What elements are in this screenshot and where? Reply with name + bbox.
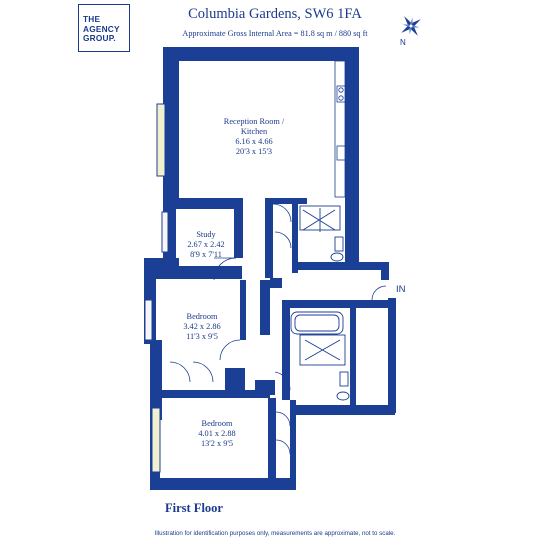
window xyxy=(161,211,169,253)
wall xyxy=(260,280,270,335)
wall xyxy=(255,380,275,395)
basin xyxy=(334,236,344,252)
bathtub xyxy=(290,311,344,335)
door-swing xyxy=(275,439,291,455)
toilet xyxy=(336,391,350,401)
room-label-bedroom-2: Bedroom 4.01 x 2.88 13'2 x 9'5 xyxy=(198,419,236,448)
window xyxy=(144,299,153,341)
window xyxy=(156,103,166,177)
wall xyxy=(240,280,246,340)
wall xyxy=(282,300,390,308)
wall xyxy=(381,262,389,280)
wall xyxy=(150,478,296,490)
agency-logo: THE AGENCY GROUP. xyxy=(78,4,130,52)
door-swing xyxy=(169,361,191,383)
wall xyxy=(163,47,359,61)
toilet xyxy=(330,252,344,262)
wall xyxy=(268,398,276,480)
compass-icon: N xyxy=(400,16,421,46)
wall xyxy=(298,262,388,270)
wall xyxy=(345,47,359,270)
wall xyxy=(282,300,290,400)
room-label-bedroom-1: Bedroom 3.42 x 2.86 11'3 x 9'5 xyxy=(183,312,221,341)
wall xyxy=(265,198,273,278)
kitchen-counter xyxy=(334,60,346,198)
door-swing xyxy=(192,361,214,383)
door-swing xyxy=(219,339,241,361)
wall xyxy=(388,298,396,413)
wall xyxy=(150,390,270,398)
disclaimer-text: Illustration for identification purposes… xyxy=(154,530,396,537)
area-subtitle: Approximate Gross Internal Area = 81.8 s… xyxy=(182,29,368,38)
page-title: Columbia Gardens, SW6 1FA xyxy=(188,6,362,22)
room-label-study: Study 2.67 x 2.42 8'9 x 7'11 xyxy=(187,230,225,259)
wall xyxy=(225,368,245,390)
wall xyxy=(265,198,307,204)
wall xyxy=(350,308,356,408)
room-label-reception: Reception Room / Kitchen 6.16 x 4.66 20'… xyxy=(223,117,285,156)
sink xyxy=(336,145,350,161)
entrance-label: IN xyxy=(396,284,406,295)
door-swing xyxy=(371,285,387,301)
basin xyxy=(339,371,349,387)
door-swing xyxy=(272,203,292,223)
floor-label: First Floor xyxy=(165,501,223,515)
wall xyxy=(270,278,282,288)
logo-line-3: GROUP. xyxy=(83,33,116,44)
wall xyxy=(290,400,296,478)
door-swing xyxy=(274,371,291,391)
door-swing xyxy=(274,231,292,249)
shower-tray xyxy=(299,334,346,366)
door-swing xyxy=(275,411,291,427)
wall xyxy=(234,198,243,258)
shower-tray xyxy=(299,205,341,231)
logo-line-1: THE xyxy=(83,14,101,24)
logo-line-2: AGENCY xyxy=(83,23,120,34)
wall xyxy=(292,198,298,273)
compass-north-label: N xyxy=(400,38,406,46)
wall xyxy=(163,47,179,205)
wall xyxy=(152,266,242,279)
window xyxy=(151,407,161,473)
wall xyxy=(163,198,243,209)
hob xyxy=(336,85,354,103)
wall xyxy=(290,405,395,415)
